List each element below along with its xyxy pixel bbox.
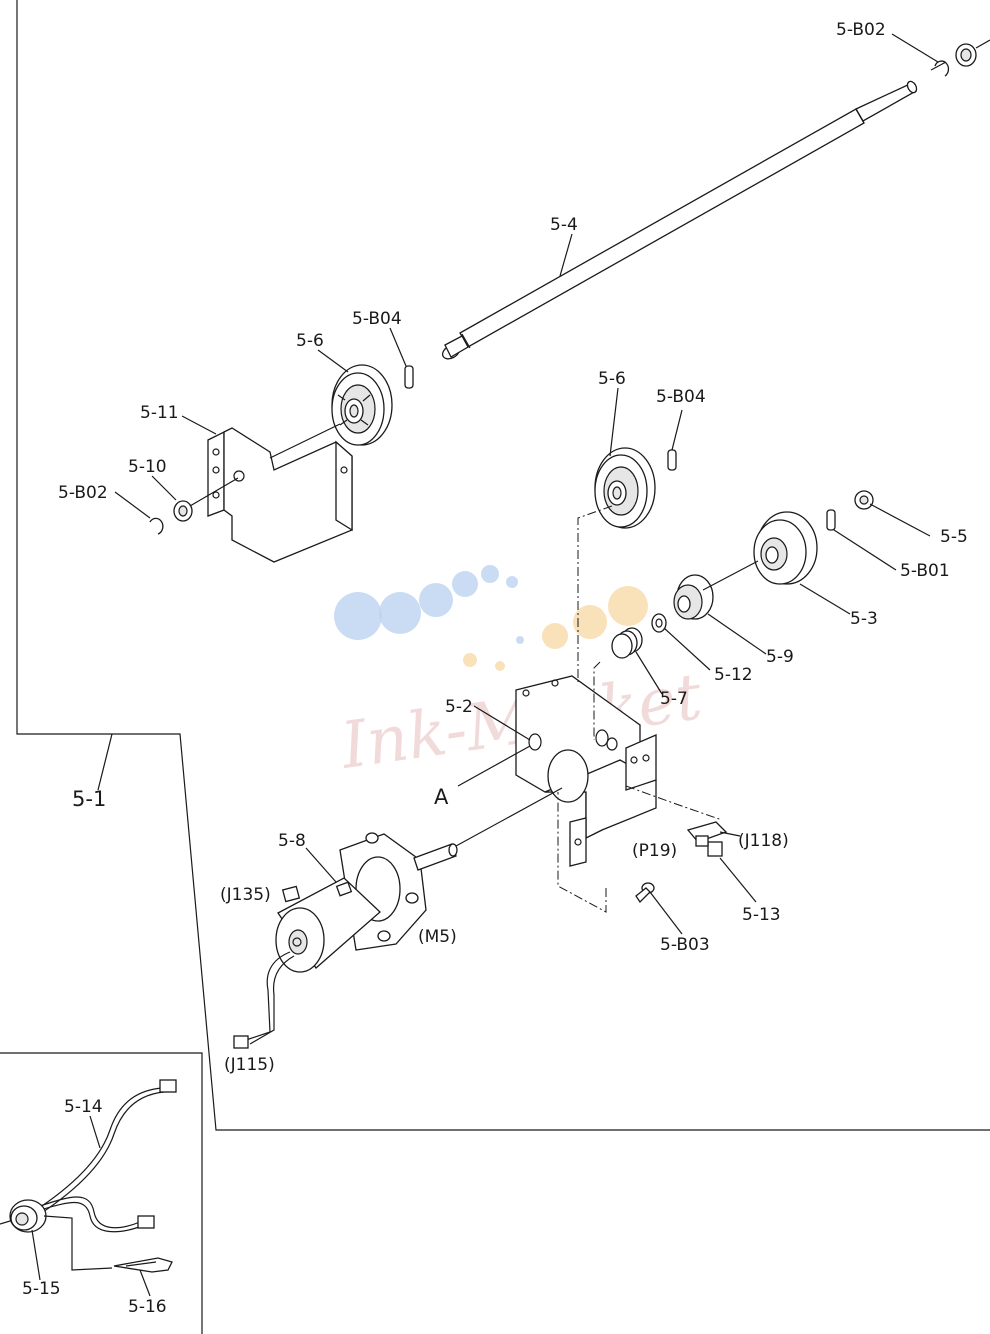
bracket-5-2 [515,675,657,867]
pulley-5-9 [673,560,759,620]
labels: 5-B02 5-4 5-B04 5-6 5-11 5-10 5-B02 5-6 … [22,20,968,1317]
label-5-15: 5-15 [22,1279,61,1299]
label-5-14: 5-14 [64,1097,103,1117]
pin-5-b01 [826,509,836,531]
label-5-10: 5-10 [128,457,167,477]
label-j135: (J135) [220,885,271,905]
label-5-b02-left: 5-B02 [58,483,108,503]
label-5-5: 5-5 [940,527,968,547]
label-5-13: 5-13 [742,905,781,925]
label-5-6-left: 5-6 [296,331,324,351]
gear-5-3 [753,511,818,585]
label-5-3: 5-3 [850,609,878,629]
main-frame-outline [16,0,990,1131]
label-5-4: 5-4 [550,215,578,235]
label-5-8: 5-8 [278,831,306,851]
label-p19: (P19) [632,841,677,861]
spring-5-7 [611,627,643,659]
label-5-b03: 5-B03 [660,935,710,955]
motor-wires [233,885,301,1049]
bracket-5-11 [207,423,353,563]
label-5-b04-left: 5-B04 [352,309,402,329]
label-5-b01: 5-B01 [900,561,950,581]
bushing-5-5 [854,490,874,510]
cable-tie-5-16 [113,1257,173,1273]
label-5-b04-right: 5-B04 [656,387,706,407]
label-5-2: 5-2 [445,697,473,717]
e-ring-left [149,517,164,535]
leader-lines [31,33,939,1297]
e-ring-top-right [930,60,950,77]
label-5-b02-top: 5-B02 [836,20,886,40]
shaft-5-4 [441,80,918,360]
gear-5-6-right [594,447,656,529]
screw-5-b03 [635,882,655,904]
label-5-11: 5-11 [140,403,179,423]
label-5-9: 5-9 [766,647,794,667]
label-5-7: 5-7 [660,689,688,709]
label-5-12: 5-12 [714,665,753,685]
motor-5-8 [275,832,458,973]
cable-5-14 [0,1079,177,1233]
label-5-6-right: 5-6 [598,369,626,389]
pin-5-b04-right [667,449,677,471]
connector-5-13 [686,821,728,857]
label-a: A [434,785,449,809]
label-5-1: 5-1 [72,787,106,811]
inset-frame-outline [0,1052,203,1334]
washer-5-12 [651,613,667,633]
label-j118: (J118) [738,831,789,851]
bushing-5-10 [173,477,239,522]
assembly-lines [455,505,723,913]
label-5-16: 5-16 [128,1297,167,1317]
pin-5-b04-left [404,365,414,389]
label-m5: (M5) [418,927,457,947]
label-j115: (J115) [224,1055,275,1075]
gear-5-6-left [331,364,393,446]
grommet-5-15 [9,1199,47,1233]
bushing-top-right [955,39,990,67]
